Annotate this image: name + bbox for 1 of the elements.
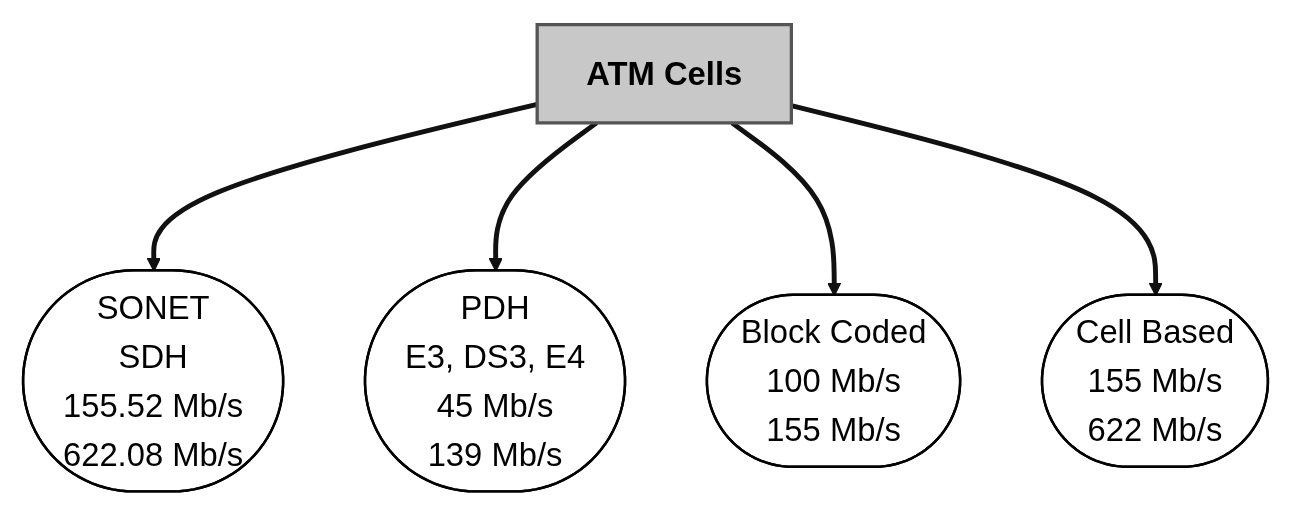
node-box: ATM Cells <box>535 22 793 124</box>
